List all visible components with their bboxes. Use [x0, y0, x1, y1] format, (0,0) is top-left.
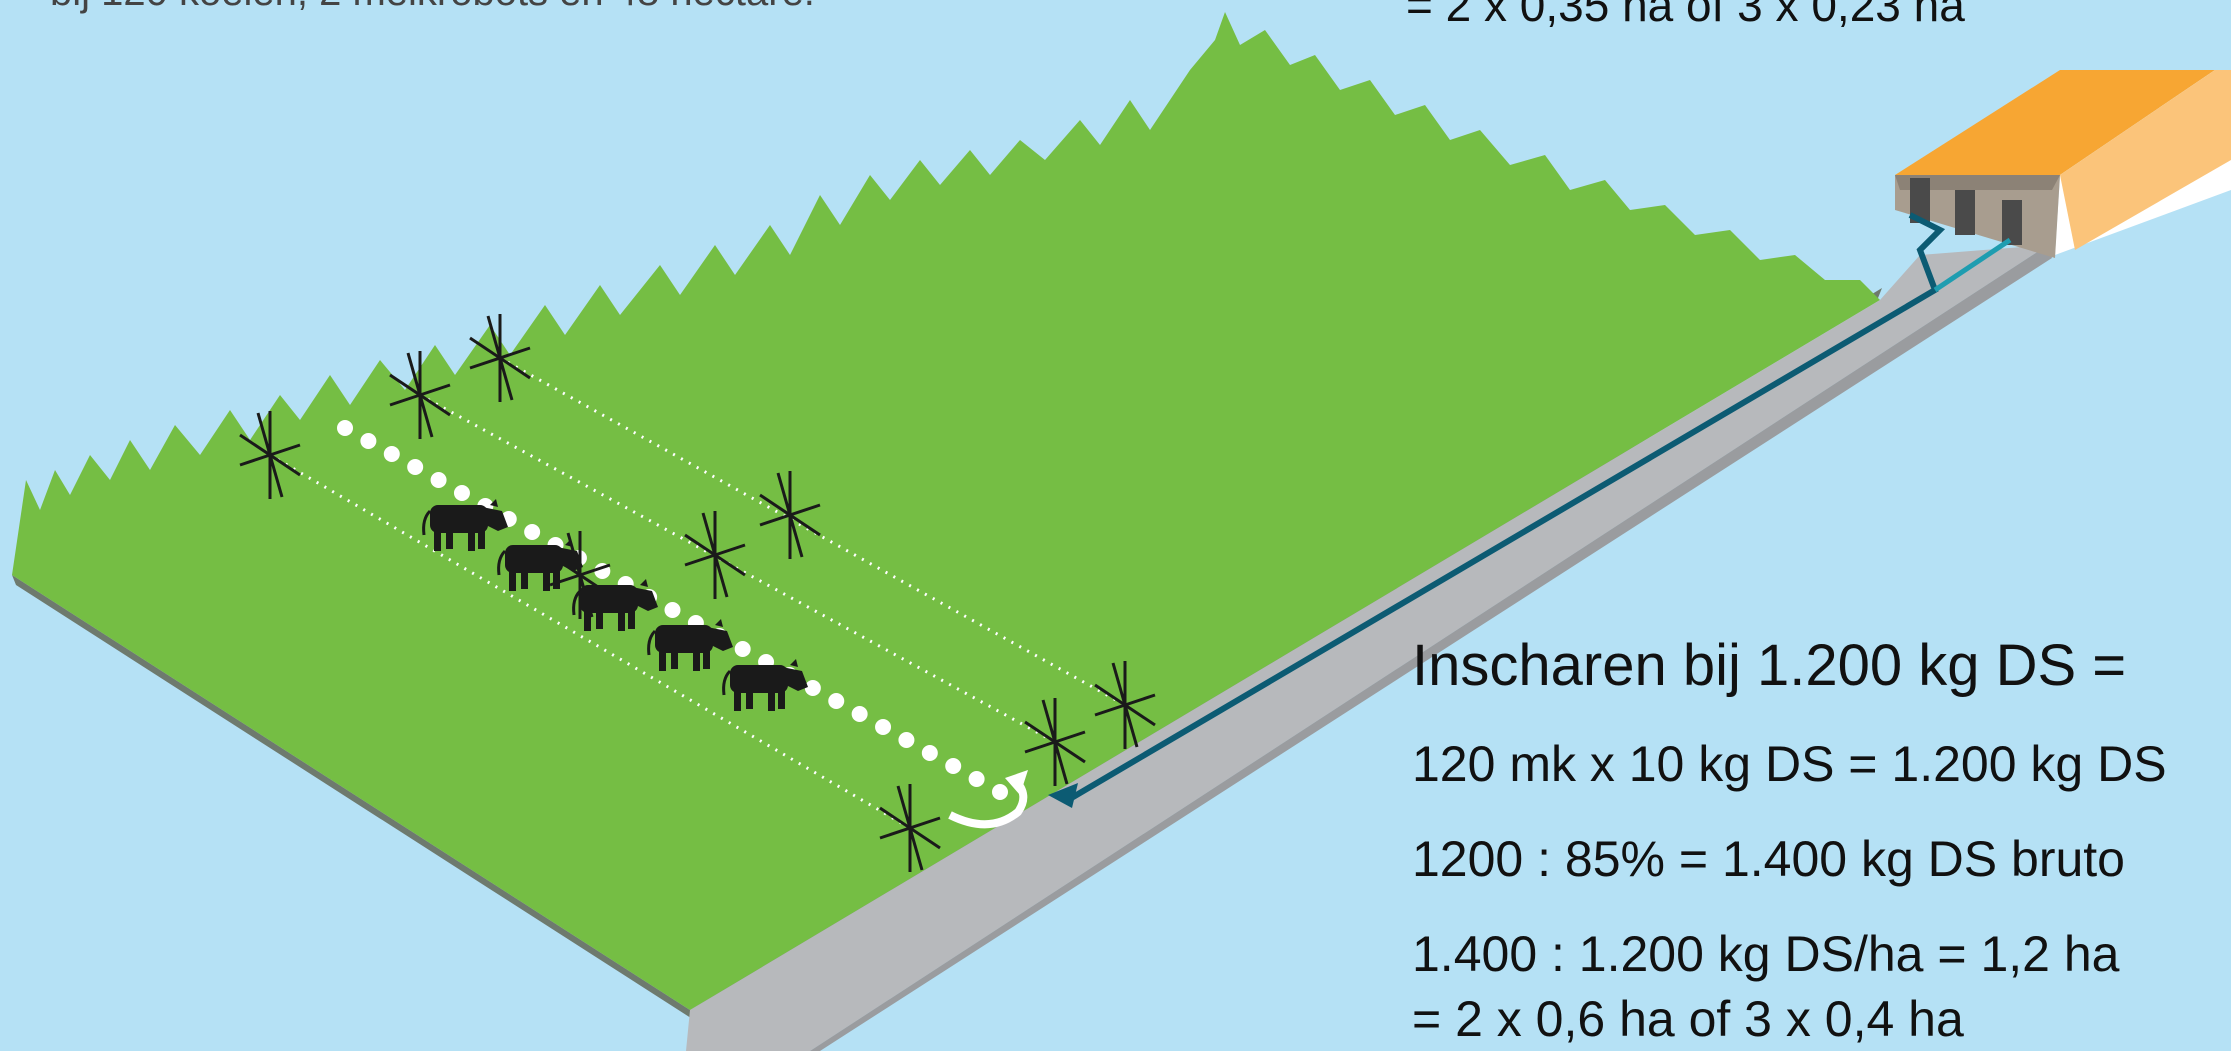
barn-icon: [1895, 70, 2231, 258]
lane-dot: [968, 771, 985, 787]
return-route: [1066, 212, 1946, 803]
cow-icon: [422, 499, 508, 551]
calculation-line: 1.400 : 1.200 kg DS/ha = 1,2 ha: [1412, 926, 2120, 982]
cow-icon: [497, 539, 583, 591]
turn-arrow-icon: [948, 770, 1028, 829]
lane-dot: [734, 641, 751, 657]
lane-dot: [430, 472, 447, 488]
outgoing-route: [1933, 237, 2012, 293]
lane-dot: [407, 459, 424, 475]
calculation-line: 120 mk x 10 kg DS = 1.200 kg DS: [1412, 736, 2167, 792]
lane-dot: [337, 420, 353, 436]
caption-top-right: = 2 x 0,35 ha of 3 x 0,23 ha: [1406, 0, 1965, 31]
fence-post-icon: [1094, 661, 1156, 749]
lane-dot: [945, 758, 962, 774]
route-arrow-icon: [1048, 783, 1078, 808]
lane-dot: [804, 680, 821, 696]
lane-dot: [360, 433, 377, 449]
lane-dot: [453, 485, 470, 501]
calculation-line: 1200 : 85% = 1.400 kg DS bruto: [1412, 831, 2125, 887]
cows: [422, 499, 808, 711]
lane-dot: [664, 602, 681, 618]
calculation-heading: Inscharen bij 1.200 kg DS =: [1412, 633, 2127, 698]
lane-dot: [828, 693, 845, 709]
fence-posts: [239, 314, 1156, 872]
lane-dot: [898, 732, 915, 748]
lane-dot: [383, 446, 400, 462]
fence-post-icon: [879, 784, 941, 872]
lane-dot: [875, 719, 892, 735]
lane-dot: [524, 524, 541, 540]
fence-post-icon: [389, 351, 451, 439]
cow-icon: [572, 579, 658, 631]
fence-post-icon: [239, 411, 301, 499]
fence-post-icon: [1024, 698, 1086, 786]
caption-top-left: bij 120 koeien, 2 melkrobots en 48 hecta…: [50, 0, 815, 15]
lane-dot: [992, 784, 1008, 800]
lane-dot: [851, 706, 868, 722]
grass-field: [12, 12, 1880, 1010]
fence-post-icon: [759, 471, 821, 559]
lane-dot: [921, 745, 938, 761]
cow-path: [686, 245, 2048, 1051]
cow-icon: [647, 619, 733, 671]
fence-post-icon: [684, 511, 746, 599]
cow-icon: [722, 659, 808, 711]
fence-post-icon: [469, 314, 531, 402]
calculation-line: = 2 x 0,6 ha of 3 x 0,4 ha: [1412, 991, 1964, 1047]
